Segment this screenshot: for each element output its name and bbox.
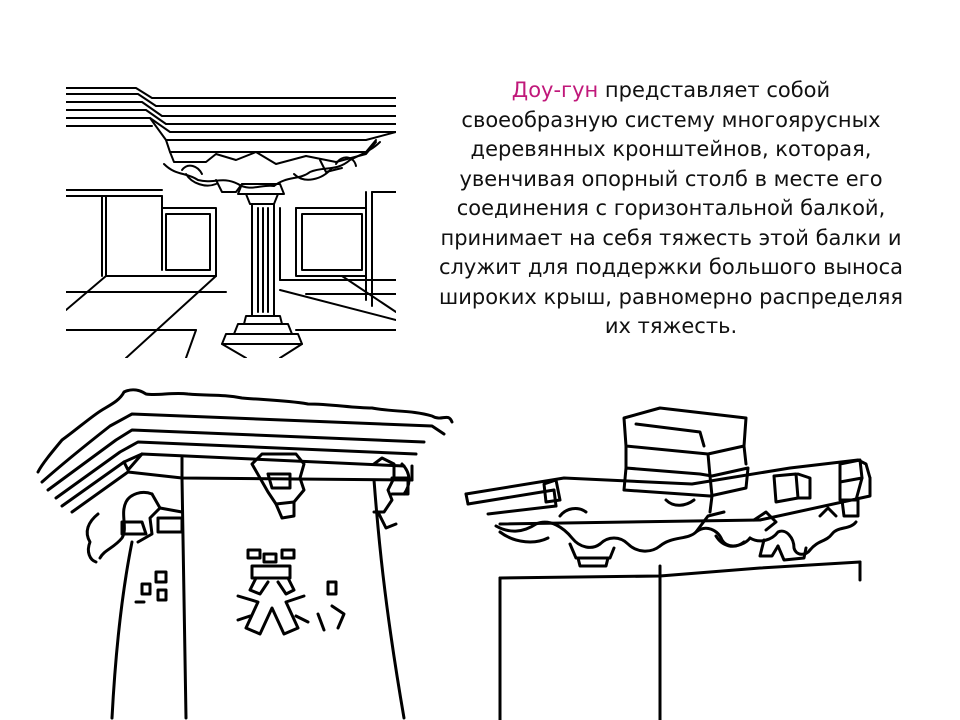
column-body xyxy=(500,562,860,720)
interior-column-illustration xyxy=(66,80,396,358)
paragraph-line-9: их тяжесть. xyxy=(604,314,738,338)
paragraph-line-7: служит для поддержки большого выноса xyxy=(438,255,904,279)
bracket-cluster xyxy=(164,142,380,204)
description-paragraph: Доу-гун представляет собой своеобразную … xyxy=(436,76,906,342)
paragraph-line-8: широких крыш, равномерно распределяя xyxy=(439,284,903,309)
paragraph-line-3: деревянных кронштейнов, которая, xyxy=(470,137,872,161)
bracket-blocks xyxy=(544,460,862,516)
column xyxy=(222,204,302,358)
paragraph-line-4: увенчивая опорный столб в месте его xyxy=(459,166,883,191)
paragraph-line-5: соединения с горизонтальной балкой, xyxy=(456,196,886,220)
scroll-carvings xyxy=(496,496,856,566)
right-walls xyxy=(280,192,396,330)
paragraph-line-6: принимает на себя тяжесть этой балки и xyxy=(440,225,902,250)
column-ornament xyxy=(136,550,344,634)
ornate-column-illustration xyxy=(32,382,456,720)
top-beams xyxy=(466,408,870,524)
term-dou-gun: Доу-гун xyxy=(511,78,599,102)
ceiling-beams xyxy=(66,88,396,152)
roof-eaves xyxy=(38,390,452,512)
bracket-blocks xyxy=(87,454,409,562)
walls-floor xyxy=(66,190,226,358)
paragraph-line-1: представляет собой xyxy=(598,78,831,102)
paragraph-line-2: своеобразную систему многоярусных xyxy=(461,107,881,132)
bracket-cluster-illustration xyxy=(460,404,880,720)
